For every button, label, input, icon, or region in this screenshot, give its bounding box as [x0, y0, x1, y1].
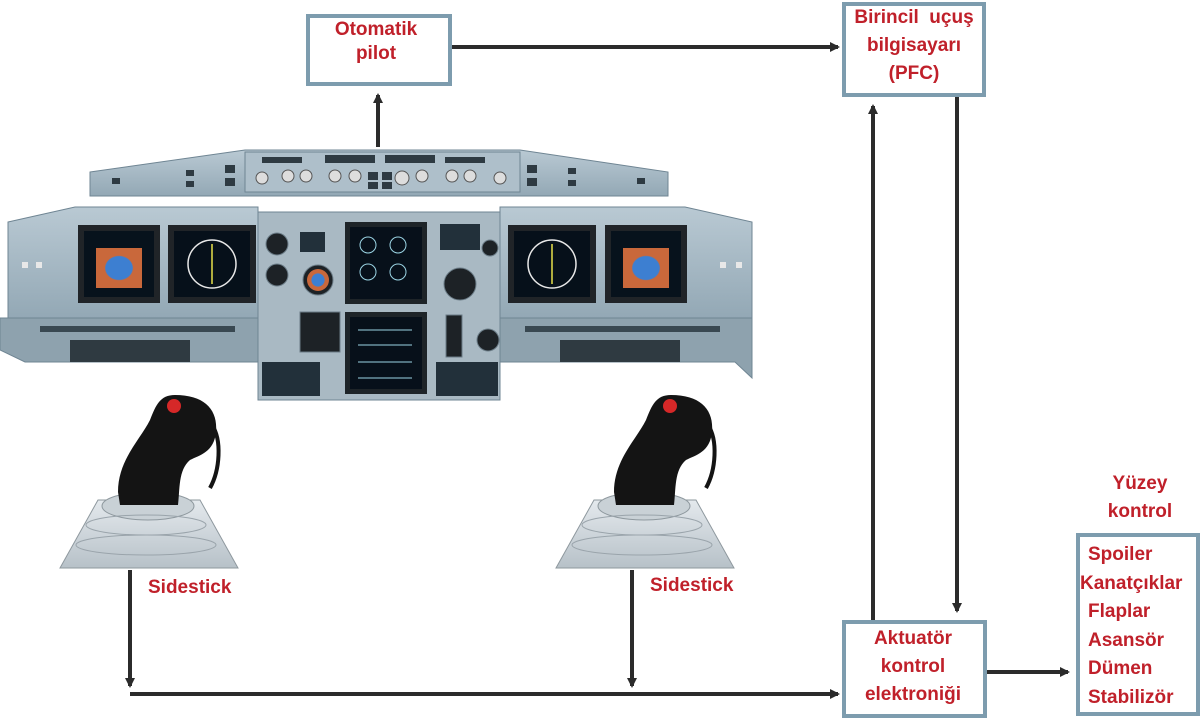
surface-title-line2: kontrol: [1085, 500, 1195, 524]
surface-control-title: Yüzey kontrol: [1085, 472, 1195, 524]
surface-item: Stabilizör: [1088, 684, 1200, 713]
surface-item: Spoiler: [1088, 541, 1200, 570]
sidestick-left-label: Sidestick: [148, 576, 231, 600]
actuator-label-line2: kontrol: [842, 655, 984, 679]
autopilot-label-line1: Otomatik: [306, 18, 446, 42]
cockpit-panel-illustration: [0, 150, 752, 400]
surfaces-list: Spoiler Kanatçıklar Flaplar Asansör Düme…: [1088, 541, 1200, 712]
pfc-label-line2: bilgisayarı: [842, 34, 986, 58]
surface-item: Dümen: [1088, 655, 1200, 684]
surface-item: Kanatçıklar: [1080, 570, 1200, 599]
pfc-label: Birincil uçuş bilgisayarı (PFC): [842, 6, 986, 86]
autopilot-label: Otomatik pilot: [306, 18, 446, 66]
sidestick-left-illustration: [60, 395, 238, 568]
autopilot-label-line2: pilot: [306, 42, 446, 66]
pfc-label-line3: (PFC): [842, 62, 986, 86]
surface-item: Asansör: [1088, 627, 1200, 656]
surface-item: Flaplar: [1088, 598, 1200, 627]
pfc-label-line1: Birincil uçuş: [842, 6, 986, 30]
actuator-label-line3: elektroniği: [842, 683, 984, 707]
sidestick-right-label: Sidestick: [650, 574, 733, 598]
actuator-label: Aktuatör kontrol elektroniği: [842, 627, 984, 707]
sidestick-right-illustration: [556, 395, 734, 568]
surface-title-line1: Yüzey: [1085, 472, 1195, 496]
actuator-label-line1: Aktuatör: [842, 627, 984, 651]
